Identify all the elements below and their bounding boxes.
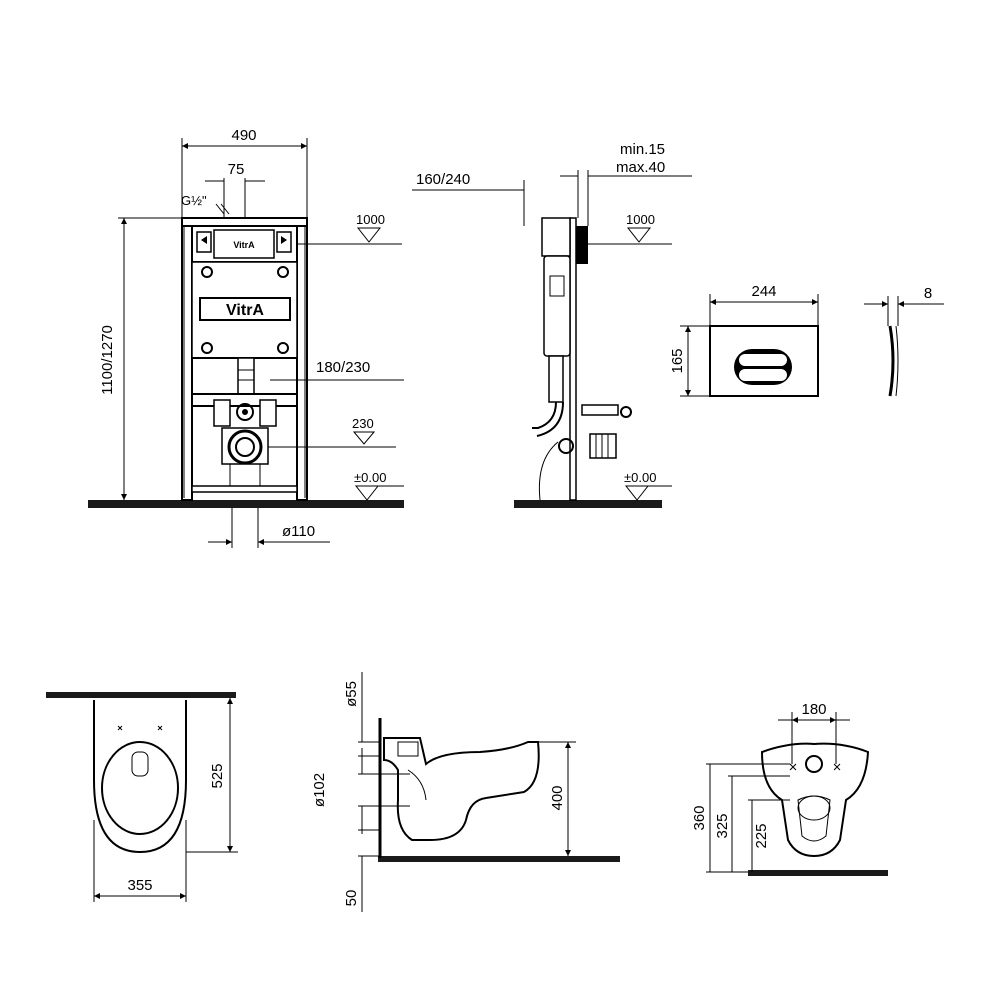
dim-outlet-low: 50 [343,890,360,907]
dim-floor-front: ±0.00 [354,470,386,485]
dim-bolt-spacing: 180 [801,701,826,718]
dim-plate-level-front: 1000 [356,212,385,227]
dim-outlet-height: 230 [352,416,374,431]
dim-inlet-thread: G½" [181,193,207,208]
dim-outlet-diameter: ø102 [311,773,328,807]
floor-line [88,500,404,508]
dim-bowl-length: 525 [209,763,226,788]
dim-bowl-width: 355 [127,877,152,894]
logo-top: VitrA [233,240,255,250]
dim-inlet-offset: 75 [228,161,245,178]
dim-rim-height: 400 [549,785,566,810]
dim-rear-h3: 225 [753,823,770,848]
logo-mid: VitrA [226,302,264,319]
dim-plate-level-side: 1000 [626,212,655,227]
dim-inlet-diameter: ø55 [343,681,360,707]
dim-plate-height: 165 [669,348,686,373]
dim-rear-h2: 325 [714,813,731,838]
frame-side-view: 160/240 min.15 max.40 1000 ±0.00 [412,141,692,508]
dim-plate-thickness: 8 [924,285,932,302]
frame-front-view: VitrA VitrA [88,127,404,548]
bowl-rear-view: 180 360 325 225 [691,701,888,876]
dim-drain-diameter: ø110 [282,523,315,540]
dim-frame-width: 490 [231,127,256,144]
dim-plate-width: 244 [751,283,776,300]
bowl-top-view: 525 355 [46,692,238,902]
dim-floor-side: ±0.00 [624,470,656,485]
dim-frame-depth: 160/240 [416,171,470,188]
dim-rear-h1: 360 [691,805,708,830]
dim-wall-min: min.15 [620,141,665,158]
dim-drain-height: 180/230 [316,359,370,376]
flush-plate-view: 244 165 8 [669,283,944,397]
dim-frame-height: 1100/1270 [99,325,116,395]
bowl-side-view: ø55 ø102 400 50 [311,672,620,912]
dim-wall-max: max.40 [616,159,665,176]
